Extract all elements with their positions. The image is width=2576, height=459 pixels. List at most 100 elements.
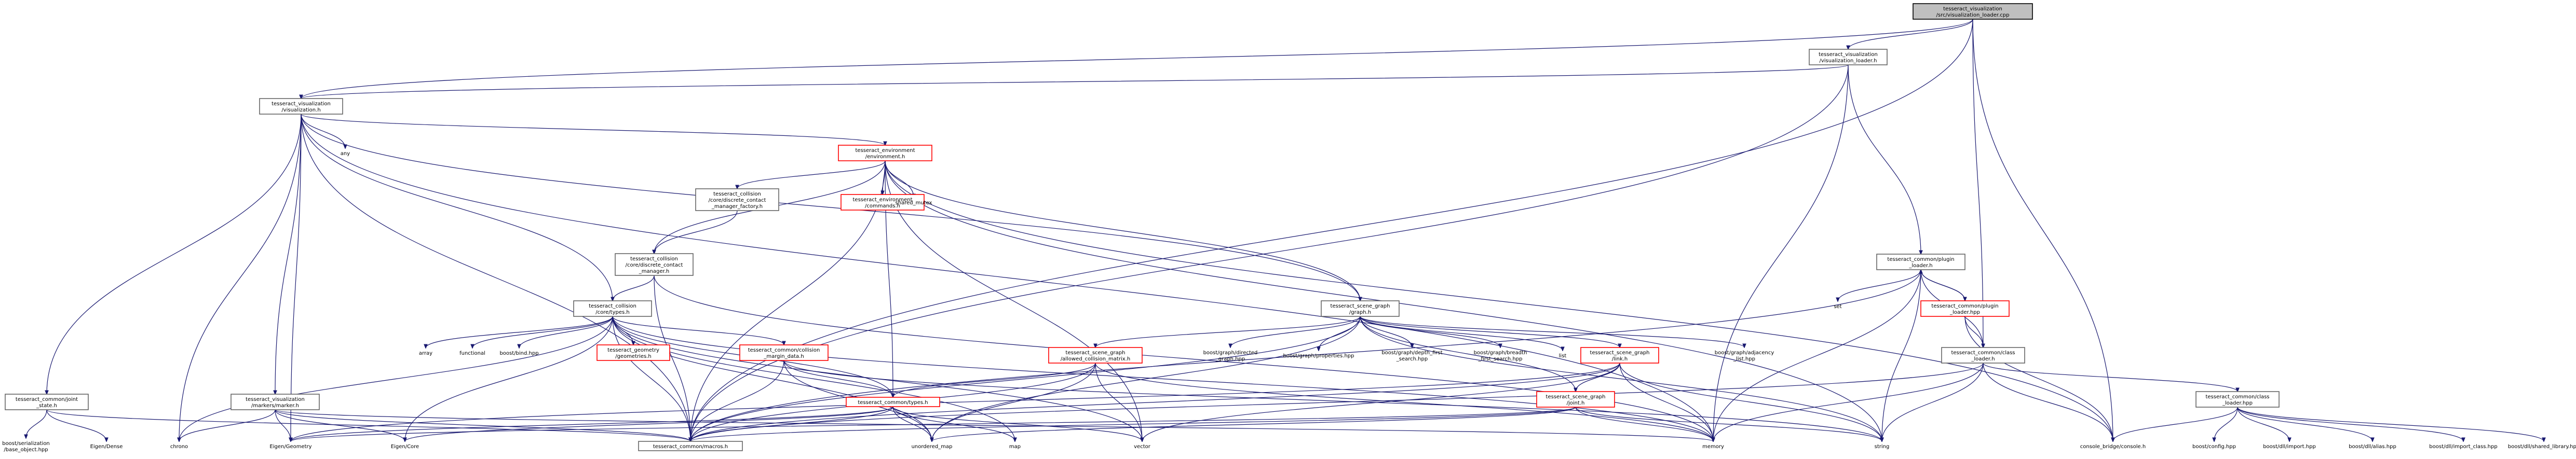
node-label-line: shared_mutex bbox=[896, 200, 932, 206]
node-link[interactable]: tesseract_scene_graph/link.h bbox=[1580, 347, 1659, 364]
edge-marker-to-eigen_core bbox=[275, 409, 405, 441]
node-discrete-factory[interactable]: tesseract_collision/core/discrete_contac… bbox=[695, 188, 779, 211]
node-adjacency: boost/graph/adjacency_list.hpp bbox=[1715, 350, 1774, 362]
edge-common_types-to-eigen_geometry bbox=[291, 406, 893, 441]
node-label-line: console_bridge/console.h bbox=[2080, 444, 2146, 450]
node-root[interactable]: tesseract_visualization/src/visualizatio… bbox=[1913, 3, 2033, 20]
node-label-line: memory bbox=[1702, 444, 1724, 450]
node-label-line: /core/discrete_contact bbox=[626, 262, 683, 268]
node-vector: vector bbox=[1134, 444, 1151, 450]
node-label-line: any bbox=[341, 151, 350, 157]
node-string: string bbox=[1875, 444, 1890, 450]
node-label-line: /base_object.hpp bbox=[4, 447, 48, 453]
edge-scene_graph-to-unordered_map bbox=[932, 316, 1361, 441]
edge-visualization-to-environment bbox=[301, 114, 885, 145]
node-label-line: _list.hpp bbox=[1733, 356, 1755, 362]
node-label-line: /markers/marker.h bbox=[251, 403, 299, 409]
node-label-line: boost/graph/breadth bbox=[1474, 350, 1527, 356]
node-collision-margin[interactable]: tesseract_common/collision_margin_data.h bbox=[739, 344, 829, 361]
node-visualization[interactable]: tesseract_visualization/visualization.h bbox=[259, 98, 343, 115]
edge-collision_margin-to-string bbox=[783, 360, 1882, 441]
edge-common_joint-to-eigen_dense bbox=[46, 409, 106, 441]
node-class-loader-hpp[interactable]: tesseract_common/class_loader.hpp bbox=[2195, 391, 2280, 408]
node-joint-h[interactable]: tesseract_scene_graph/joint.h bbox=[1536, 391, 1615, 408]
edge-link-to-eigen_geometry bbox=[291, 363, 1620, 441]
node-label-line: tesseract_visualization bbox=[246, 397, 305, 402]
node-box bbox=[838, 145, 932, 161]
node-geometries[interactable]: tesseract_geometry/geometries.h bbox=[596, 344, 670, 361]
node-box bbox=[596, 344, 670, 361]
node-label-line: _manager.h bbox=[639, 269, 670, 274]
node-label-line: boost/dll/import.hpp bbox=[2263, 444, 2316, 450]
edge-scene_graph-to-depth_first bbox=[1360, 316, 1412, 347]
node-box bbox=[615, 253, 694, 276]
edge-plugin_loader_hpp-to-plugin_loader_h bbox=[1921, 270, 1965, 301]
node-label-line: _graph.hpp bbox=[1215, 356, 1245, 362]
edge-discrete_manager-to-macros bbox=[654, 275, 690, 441]
node-label-line: tesseract_scene_graph bbox=[1066, 350, 1126, 356]
node-box bbox=[231, 394, 320, 410]
node-dll-import-class: boost/dll/import_class.hpp bbox=[2429, 444, 2497, 450]
node-box bbox=[638, 441, 743, 451]
node-class-loader-h[interactable]: tesseract_common/class_loader.h bbox=[1941, 347, 2025, 364]
node-box bbox=[1321, 300, 1400, 317]
node-eigen-core: Eigen/Core bbox=[391, 444, 419, 450]
edge-root-to-vis_loader bbox=[1848, 19, 1973, 49]
node-shared-mutex: shared_mutex bbox=[896, 200, 932, 206]
node-unordered-map: unordered_map bbox=[912, 444, 953, 450]
edge-vis_loader-to-macros bbox=[690, 64, 1849, 441]
edge-scene_graph-to-list bbox=[1360, 316, 1563, 351]
node-label-line: tesseract_collision bbox=[589, 303, 636, 309]
edge-root-to-class_loader_h bbox=[1972, 19, 1983, 347]
node-label-line: tesseract_common/class bbox=[1951, 350, 2015, 356]
node-vis-loader[interactable]: tesseract_visualization/visualization_lo… bbox=[1809, 49, 1888, 65]
node-box bbox=[1536, 391, 1615, 408]
edge-common_joint-to-macros bbox=[46, 409, 690, 441]
edge-plugin_loader_h-to-set bbox=[1838, 269, 1921, 301]
node-environment[interactable]: tesseract_environment/environment.h bbox=[838, 145, 932, 161]
node-common-types[interactable]: tesseract_common/types.h bbox=[846, 397, 940, 407]
edge-collision_types-to-memory bbox=[612, 316, 1713, 441]
edge-discrete_factory-to-discrete_manager bbox=[654, 210, 738, 254]
node-macros[interactable]: tesseract_common/macros.h bbox=[638, 441, 743, 451]
dependency-edges bbox=[26, 19, 2544, 441]
node-plugin-loader-h[interactable]: tesseract_common/plugin_loader.h bbox=[1876, 254, 1965, 270]
edge-visualization-to-marker bbox=[275, 114, 302, 394]
node-marker[interactable]: tesseract_visualization/markers/marker.h bbox=[231, 394, 320, 410]
node-label-line: _loader.h bbox=[1971, 356, 1995, 362]
node-scene-graph[interactable]: tesseract_scene_graph/graph.h bbox=[1321, 300, 1400, 317]
edge-marker-to-eigen_geometry bbox=[275, 409, 291, 441]
node-array: array bbox=[419, 351, 432, 356]
edge-scene_graph-to-allowed_collision bbox=[1095, 316, 1361, 347]
edge-environment-to-vector bbox=[885, 160, 1142, 441]
node-box bbox=[1920, 300, 2010, 317]
node-label-line: _search.hpp bbox=[1396, 356, 1428, 362]
node-env-commands[interactable]: tesseract_environment/commands.h bbox=[840, 194, 925, 211]
node-plugin-loader-hpp[interactable]: tesseract_common/plugin_loader.hpp bbox=[1920, 300, 2010, 317]
node-functional: functional bbox=[459, 351, 485, 356]
node-label-line: Eigen/Geometry bbox=[269, 444, 311, 450]
node-label-line: boost/dll/shared_library.hpp bbox=[2508, 444, 2576, 450]
node-label-line: tesseract_common/types.h bbox=[858, 400, 928, 406]
node-label-line: boost/dll/alias.hpp bbox=[2349, 444, 2396, 450]
node-common-joint[interactable]: tesseract_common/joint_state.h bbox=[5, 394, 89, 410]
edge-scene_graph-to-string bbox=[1360, 316, 1882, 441]
edge-common_types-to-map bbox=[892, 406, 1015, 441]
node-discrete-manager[interactable]: tesseract_collision/core/discrete_contac… bbox=[615, 253, 694, 276]
node-label-line: string bbox=[1875, 444, 1890, 450]
edge-plugin_loader_hpp-to-console bbox=[1964, 316, 2113, 441]
node-collision-types[interactable]: tesseract_collision/core/types.h bbox=[573, 300, 652, 317]
edge-class_loader_h-to-memory bbox=[1713, 363, 1984, 441]
node-box bbox=[840, 194, 925, 211]
edge-collision_types-to-functional bbox=[472, 316, 613, 348]
edge-class_loader_h-to-class_loader_hpp bbox=[1983, 363, 2238, 392]
node-label-line: tesseract_common/joint bbox=[16, 397, 78, 402]
node-label-line: boost/graph/directed bbox=[1203, 350, 1258, 356]
edge-link-to-joint_h bbox=[1576, 363, 1620, 392]
node-label-line: /core/discrete_contact bbox=[709, 198, 766, 203]
edge-class_loader_hpp-to-boost_config bbox=[2214, 407, 2238, 441]
node-allowed-collision[interactable]: tesseract_scene_graph/allowed_collision_… bbox=[1048, 347, 1143, 364]
edge-vis_loader-to-plugin_loader_h bbox=[1848, 64, 1921, 254]
edge-link-to-memory bbox=[1619, 363, 1713, 441]
